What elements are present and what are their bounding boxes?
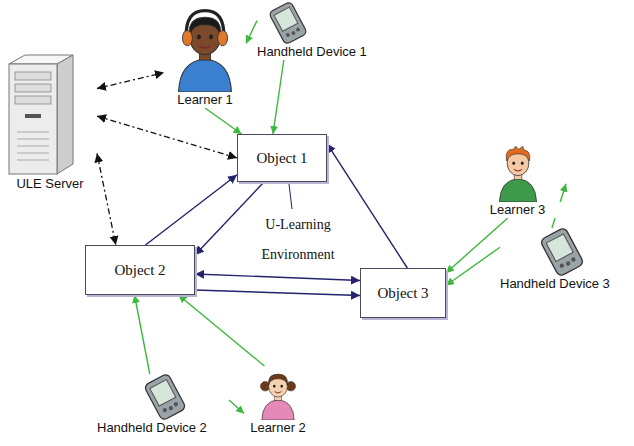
leader-line bbox=[289, 184, 292, 209]
object-link bbox=[195, 290, 360, 296]
figure-label: Handheld Device 3 bbox=[500, 276, 630, 292]
entity-figure: Learner 1 bbox=[164, 4, 246, 108]
device-link bbox=[179, 295, 265, 366]
device-link bbox=[229, 400, 244, 414]
server-link bbox=[97, 73, 164, 89]
device-link bbox=[205, 108, 242, 134]
figure-label: Learner 2 bbox=[244, 420, 312, 436]
figure-icon bbox=[5, 54, 75, 176]
environment-label: U-Learning Environment bbox=[246, 210, 350, 270]
figure-icon bbox=[267, 2, 309, 44]
entity-figure: Handheld Device 1 bbox=[257, 2, 391, 60]
object-link bbox=[195, 274, 360, 281]
figure-label: Learner 3 bbox=[469, 202, 566, 218]
entity-figure: Learner 3 bbox=[469, 140, 566, 218]
server-link bbox=[97, 153, 116, 245]
entity-figure: Handheld Device 3 bbox=[500, 228, 630, 292]
figure-icon bbox=[492, 140, 544, 202]
entity-figure: ULE Server bbox=[3, 54, 97, 192]
server-link bbox=[97, 116, 237, 158]
device-link bbox=[273, 60, 284, 134]
figure-label: Learner 1 bbox=[164, 92, 246, 108]
object-label: Object 3 bbox=[377, 285, 428, 302]
figure-label: Handheld Device 1 bbox=[257, 44, 391, 60]
figure-label: Handheld Device 2 bbox=[97, 420, 229, 436]
device-link bbox=[246, 21, 257, 44]
figure-icon bbox=[538, 228, 586, 276]
object-box: Object 1 bbox=[237, 134, 327, 182]
figure-icon bbox=[253, 366, 303, 420]
figure-icon bbox=[172, 4, 238, 92]
object-box: Object 2 bbox=[85, 245, 195, 295]
figure-icon bbox=[142, 374, 188, 420]
object-box: Object 3 bbox=[360, 268, 446, 318]
figure-label: ULE Server bbox=[3, 176, 97, 192]
object-label: Object 2 bbox=[114, 262, 165, 279]
entity-figure: Learner 2 bbox=[244, 366, 312, 436]
entity-figure: Handheld Device 2 bbox=[97, 374, 229, 436]
device-link bbox=[446, 218, 508, 273]
object-label: Object 1 bbox=[256, 150, 307, 167]
device-link bbox=[135, 295, 150, 374]
object-link bbox=[146, 175, 238, 245]
